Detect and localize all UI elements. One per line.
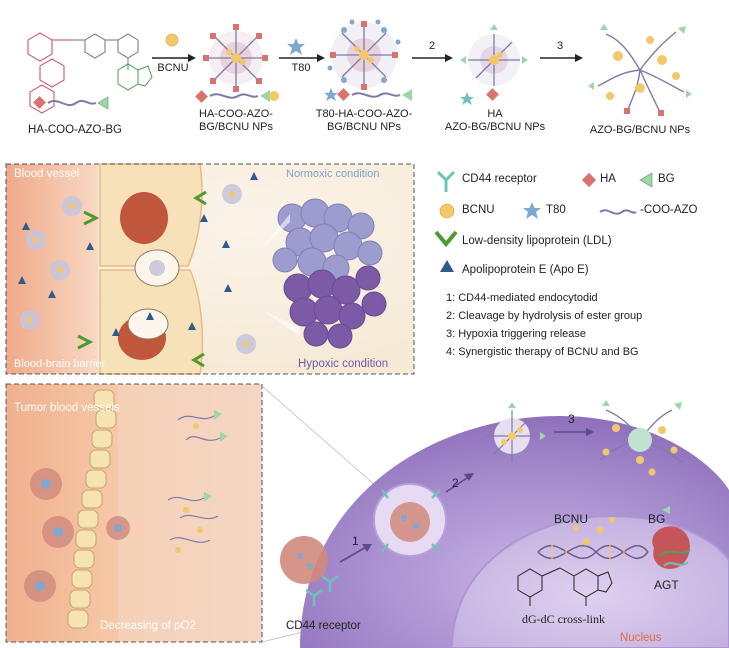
bg-legend-icon bbox=[639, 172, 653, 188]
bcnu-legend-icon bbox=[439, 203, 455, 219]
np3-label-line1: HA bbox=[487, 108, 503, 120]
np2-nanoparticle bbox=[327, 19, 401, 90]
np2-label: T80-HA-COO-AZO- BG/BCNU NPs bbox=[304, 108, 424, 134]
bbb-panel-graphics bbox=[5, 163, 415, 375]
coo-azo-chain bbox=[47, 99, 97, 106]
legend-cd44: CD44 receptor bbox=[462, 173, 537, 185]
t80-legend-icon bbox=[523, 202, 541, 219]
hypoxic-label: Hypoxic condition bbox=[298, 358, 389, 370]
ha-coo-azo-bg-molecule bbox=[27, 32, 72, 114]
vessel-wall-cells bbox=[67, 389, 117, 629]
np1-nanoparticle bbox=[203, 24, 268, 92]
bcnu-icon bbox=[165, 33, 179, 47]
agt-label: AGT bbox=[654, 578, 679, 592]
hypoxic-tumor-cluster bbox=[283, 265, 387, 349]
np1-label-line1: HA-COO-AZO- bbox=[199, 108, 273, 120]
t80-icon bbox=[287, 38, 305, 55]
legend-bcnu: BCNU bbox=[462, 204, 495, 216]
legend-t80: T80 bbox=[546, 204, 566, 216]
np4-nanoparticle bbox=[588, 24, 692, 116]
bcnu-cell-label: BCNU bbox=[554, 512, 589, 526]
vesicle-bottom bbox=[127, 308, 169, 340]
arrow1-label: BCNU bbox=[157, 62, 189, 74]
legend-ldl: Low-density lipoprotein (LDL) bbox=[462, 235, 612, 247]
dna-helix bbox=[537, 545, 649, 559]
blood-vessel-label: Blood vessel bbox=[14, 168, 80, 180]
ha-legend-icon bbox=[581, 172, 597, 188]
apoe-triangles bbox=[18, 172, 258, 336]
coo-azo-legend-icon bbox=[599, 209, 637, 215]
legend-apoe: Apolipoprotein E (Apo E) bbox=[462, 264, 589, 276]
bottom-graphics bbox=[5, 383, 729, 648]
nucleus-label: Nucleus bbox=[620, 632, 662, 644]
agt-protein bbox=[652, 526, 691, 569]
crosslink-label: dG-dC cross-link bbox=[522, 612, 605, 626]
arrow4-label: 3 bbox=[556, 40, 564, 52]
bg-icon bbox=[97, 96, 109, 110]
step-3: 3: Hypoxia triggering release bbox=[446, 328, 587, 340]
legend-ha: HA bbox=[600, 173, 616, 185]
cd44-receptor-label: CD44 receptor bbox=[286, 620, 361, 632]
po2-label: Decreasing of pO2 bbox=[100, 620, 196, 632]
apoe-legend-icon bbox=[440, 260, 454, 272]
top-row-graphics bbox=[27, 19, 692, 116]
step-2: 2: Cleavage by hydrolysis of ester group bbox=[446, 310, 643, 322]
legend-coo-azo: -COO-AZO bbox=[640, 204, 698, 216]
normoxic-tumor-cluster bbox=[272, 198, 383, 282]
crosslink-structure bbox=[517, 567, 613, 606]
np1-label-line2: BG/BCNU NPs bbox=[199, 121, 273, 133]
ha-icon bbox=[33, 96, 46, 109]
legend-bg: BG bbox=[658, 173, 675, 185]
np2-label-line2: BG/BCNU NPs bbox=[327, 121, 401, 133]
np1-label: HA-COO-AZO- BG/BCNU NPs bbox=[180, 108, 292, 134]
cell-step-1: 1 bbox=[352, 534, 359, 548]
np2-label-line1: T80-HA-COO-AZO- bbox=[315, 108, 413, 120]
cell-nucleus-top bbox=[120, 192, 168, 244]
tumor-vessels-label: Tumor blood vessels bbox=[14, 402, 120, 414]
step-4: 4: Synergistic therapy of BCNU and BG bbox=[446, 346, 639, 358]
np3-label: HA AZO-BG/BCNU NPs bbox=[440, 108, 550, 134]
legend-icons bbox=[434, 170, 653, 272]
arrow2-label: T80 bbox=[291, 62, 311, 74]
cd44-icon bbox=[436, 170, 456, 192]
step-1: 1: CD44-mediated endocytodid bbox=[446, 292, 598, 304]
normoxic-label: Normoxic condition bbox=[286, 168, 380, 180]
arrow3-label: 2 bbox=[428, 40, 436, 52]
ldl-legend-icon bbox=[434, 230, 458, 248]
bbb-label: Blood-brain barrier bbox=[14, 358, 106, 370]
cell-step-3: 3 bbox=[568, 412, 575, 426]
cell-step-2: 2 bbox=[452, 476, 459, 490]
ldl-receptors bbox=[77, 190, 207, 368]
np3-nanoparticle bbox=[460, 24, 528, 86]
molecule-label: HA-COO-AZO-BG bbox=[28, 124, 122, 136]
bg-cell-label: BG bbox=[648, 512, 666, 526]
np4-label: AZO-BG/BCNU NPs bbox=[589, 124, 691, 136]
np3-label-line2: AZO-BG/BCNU NPs bbox=[444, 121, 546, 133]
